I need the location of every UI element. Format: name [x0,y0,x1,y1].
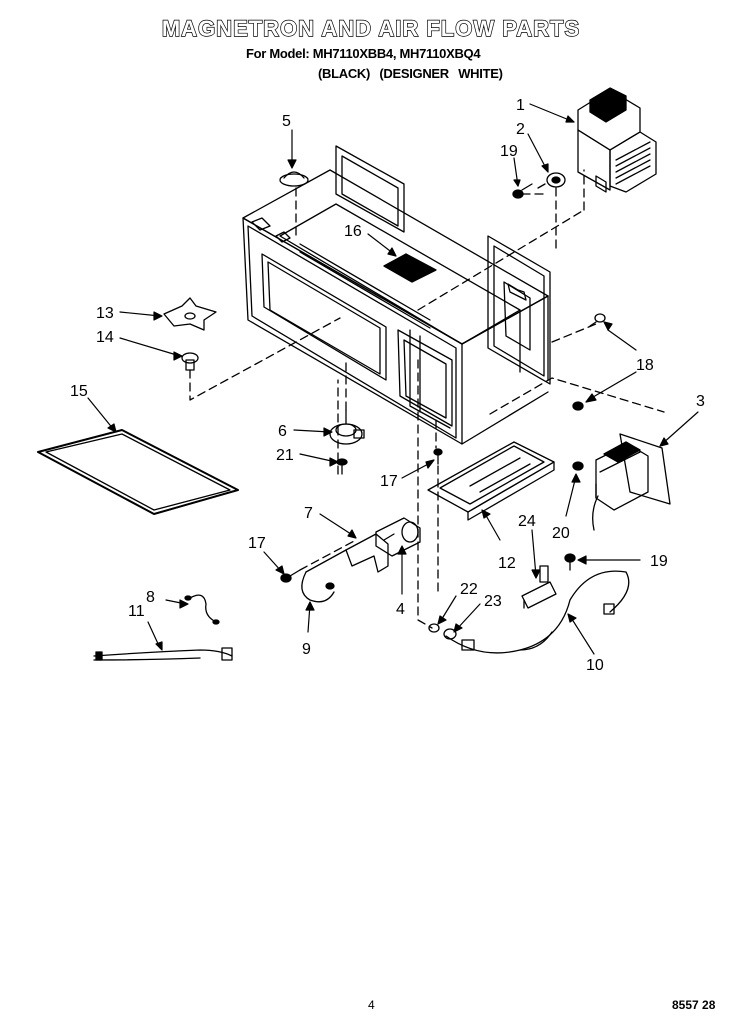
part-5-bracket [279,171,309,187]
part-14-fan-hub [181,352,199,371]
part-16-label [383,253,437,283]
label-part-1: 1 [516,97,525,114]
label-part-8: 8 [146,589,155,606]
page-number: 4 [368,998,375,1012]
part-13-fan-blade [163,297,217,331]
part-20-screw [572,461,584,471]
part-3-transformer [592,433,671,531]
label-part-7: 7 [304,505,313,522]
part-12-base-plate [427,441,555,521]
part-19-screw-lower [564,553,576,571]
color-line: (BLACK) (DESIGNER WHITE) [318,66,503,81]
label-part-17-left: 17 [248,535,266,552]
part-labels: 1 2 19 5 16 13 14 15 6 21 17 18 3 20 19 … [70,97,705,674]
part-10-wire-harness [445,570,630,654]
cabinet-frame [242,145,549,445]
label-part-9: 9 [302,641,311,658]
label-part-3: 3 [696,393,705,410]
label-part-5: 5 [282,113,291,130]
part-1-magnetron [577,87,657,193]
model-line: For Model: MH7110XBB4, MH7110XBQ4 [246,46,481,61]
label-part-24: 24 [518,513,536,530]
label-part-22: 22 [460,581,478,598]
part-18-screws [572,313,606,411]
label-part-14: 14 [96,329,114,346]
part-22-23-washers [428,623,457,640]
label-part-15: 15 [70,383,88,400]
label-part-11: 11 [128,603,145,620]
part-6-fan-motor [329,409,365,445]
label-part-13: 13 [96,305,114,322]
label-part-20: 20 [552,525,570,542]
assembly-lines [189,169,665,629]
part-4-capacitor [375,517,421,557]
leader-arrows [87,103,699,655]
page-title: MAGNETRON AND AIR FLOW PARTS [161,15,581,41]
document-code: 8557 28 [672,998,716,1012]
label-part-17-center: 17 [380,473,398,490]
label-part-16: 16 [344,223,362,240]
air-guide-plate [487,235,551,385]
label-part-19-upper: 19 [500,143,518,160]
part-2-thermal-cutout [537,172,566,189]
label-part-10: 10 [586,657,604,674]
part-15-filter [37,429,239,515]
part-11-wire-harness [93,647,233,661]
label-part-12: 12 [498,555,516,572]
label-part-18: 18 [636,357,654,374]
label-part-19-lower: 19 [650,553,668,570]
part-17-screw-left [280,569,301,583]
label-part-2: 2 [516,121,525,138]
part-7-capacitor-bracket [345,533,389,573]
label-part-4: 4 [396,601,405,618]
part-19-screw-upper [512,183,533,199]
label-part-6: 6 [278,423,287,440]
part-8-wire [184,594,220,625]
label-part-21: 21 [276,447,294,464]
part-17-screw-center [433,448,443,465]
label-part-23: 23 [484,593,502,610]
part-9-diode [301,549,347,603]
part-24-switch [521,565,557,609]
